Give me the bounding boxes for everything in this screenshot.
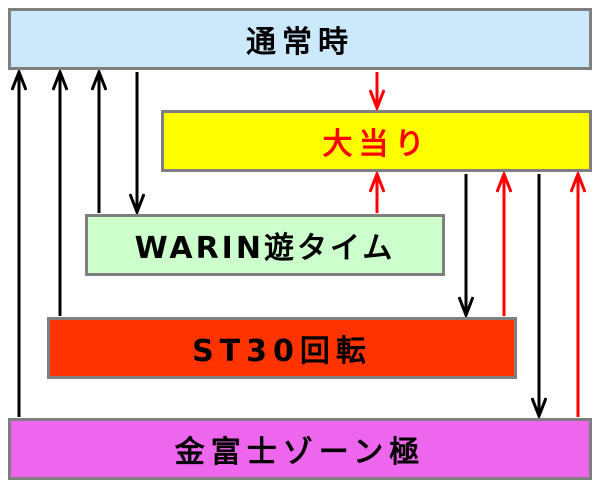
state-warin-label: WARIN遊タイム [134,231,396,266]
state-normal: 通常時 [8,8,592,70]
state-st30-label: ST30回転 [192,334,372,369]
state-kinfuji: 金富士ゾーン極 [8,418,592,480]
state-jackpot-label: 大当り [322,127,431,162]
state-warin: WARIN遊タイム [85,214,445,276]
state-normal-label: 通常時 [246,25,354,60]
state-jackpot: 大当り [161,110,592,172]
state-kinfuji-label: 金富士ゾーン極 [174,435,426,470]
state-st30: ST30回転 [47,317,517,379]
